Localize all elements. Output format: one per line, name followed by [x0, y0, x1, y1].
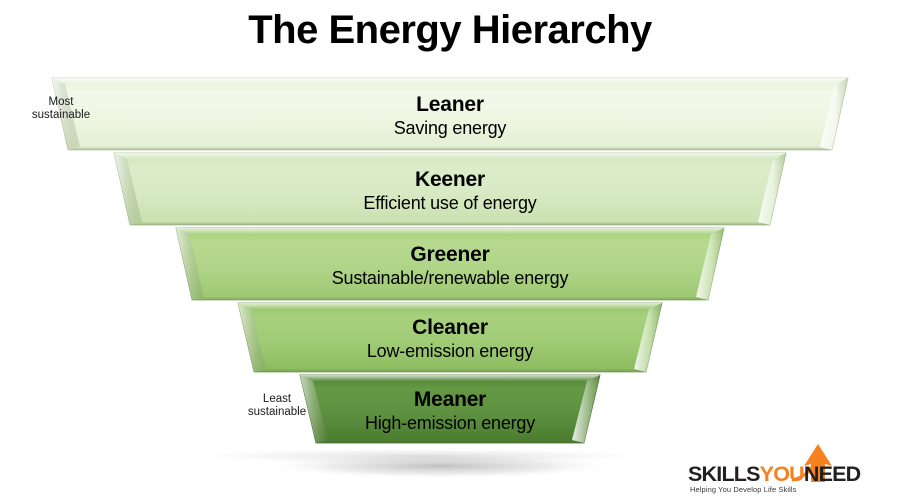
label-least-sustainable: Least sustainable	[247, 393, 307, 418]
band-label-cleaner: Cleaner Low-emission energy	[150, 315, 750, 363]
upward-arrow-icon	[792, 444, 832, 482]
logo-tagline: Helping You Develop Life Skills	[690, 485, 797, 494]
band-label-greener: Greener Sustainable/renewable energy	[150, 242, 750, 290]
skillsyouneed-logo[interactable]: SKILLSYOUNEED Helping You Develop Life S…	[688, 444, 861, 496]
funnel-band-cleaner[interactable]	[237, 302, 663, 373]
logo-text-skills: SKILLS	[688, 462, 760, 486]
band-label-keener: Keener Efficient use of energy	[150, 167, 750, 215]
funnel-band-leaner[interactable]	[51, 77, 849, 151]
funnel-shadow-wide	[170, 448, 670, 464]
band-desc-meaner: High-emission energy	[364, 413, 536, 433]
funnel-band-greener[interactable]	[175, 227, 725, 301]
band-title-meaner: Meaner	[413, 388, 487, 411]
band-desc-keener: Efficient use of energy	[363, 193, 537, 213]
band-title-keener: Keener	[414, 168, 485, 191]
page-title: The Energy Hierarchy	[248, 8, 652, 52]
band-title-leaner: Leaner	[416, 93, 484, 116]
label-most-sustainable: Most sustainable	[31, 96, 91, 121]
funnel-band-keener[interactable]	[113, 152, 787, 226]
band-desc-leaner: Saving energy	[393, 118, 507, 138]
band-title-greener: Greener	[410, 243, 490, 266]
band-title-cleaner: Cleaner	[412, 316, 488, 339]
band-label-leaner: Leaner Saving energy	[150, 92, 750, 140]
logo-text-need: NEED	[803, 462, 861, 486]
funnel-band-meaner[interactable]	[299, 374, 601, 444]
band-desc-greener: Sustainable/renewable energy	[331, 268, 569, 288]
band-desc-cleaner: Low-emission energy	[366, 341, 534, 361]
band-label-meaner: Meaner High-emission energy	[150, 387, 750, 435]
logo-text-you: YOU	[759, 462, 805, 486]
logo-wordmark: SKILLSYOUNEED	[688, 462, 861, 487]
